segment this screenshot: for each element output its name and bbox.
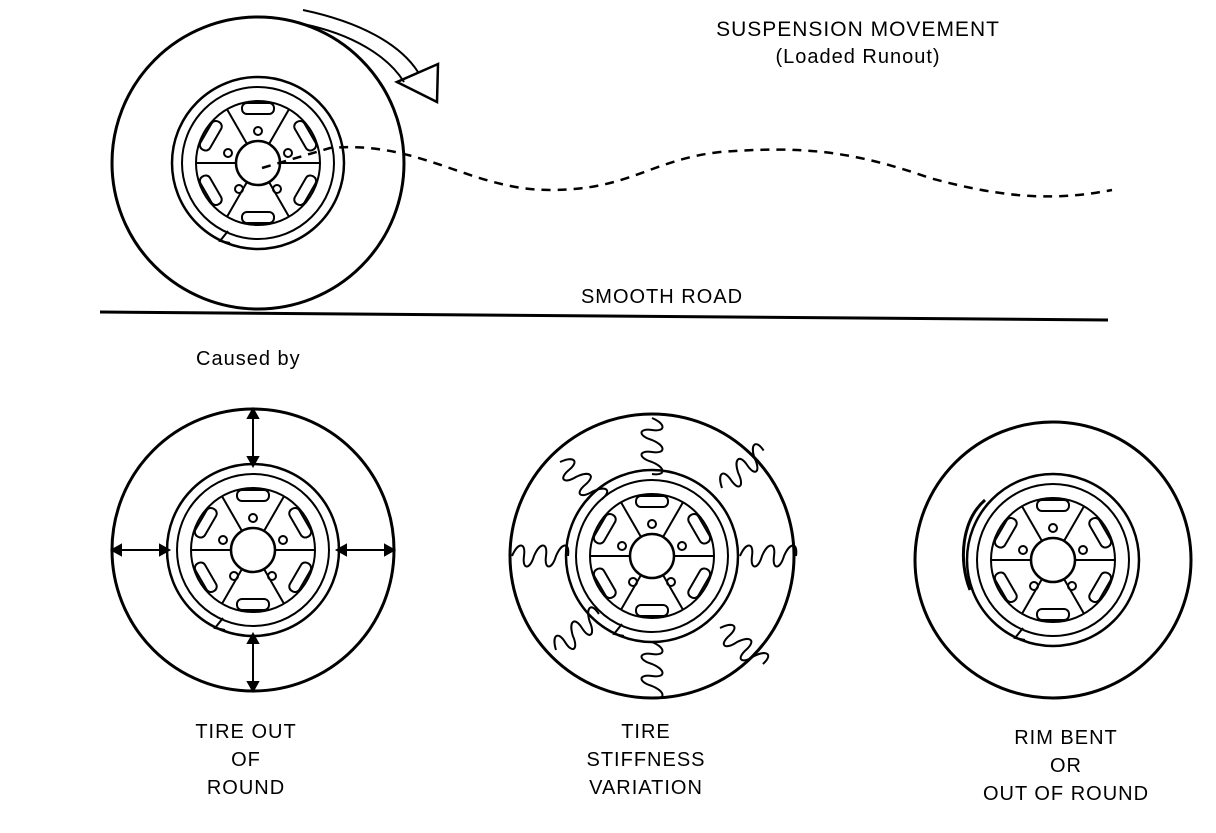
caption-line: TIRE — [621, 721, 671, 743]
caption-line: VARIATION — [589, 777, 703, 799]
diagram-title: SUSPENSION MOVEMENT — [716, 18, 1000, 41]
caption-line: STIFFNESS — [586, 749, 706, 771]
caption-line: ROUND — [206, 777, 286, 799]
spring-icon — [511, 417, 798, 700]
wheel-tire-out-of-round — [109, 406, 397, 694]
axle-path-dashed — [261, 145, 1113, 198]
road-label: SMOOTH ROAD — [580, 286, 744, 308]
caption-line: OF — [231, 749, 261, 771]
caption-rim-bent: RIM BENT OR OUT OF ROUND — [983, 724, 1149, 808]
caption-tire-out-of-round: TIRE OUT OF ROUND — [195, 718, 296, 802]
rotation-arrow-icon — [302, 9, 440, 104]
bent-rim-mark — [961, 498, 987, 591]
caption-line: RIM BENT — [1014, 727, 1118, 749]
caption-line: OUT OF ROUND — [982, 783, 1150, 805]
smooth-road-line — [99, 310, 1109, 322]
diagram-subtitle: (Loaded Runout) — [775, 46, 941, 68]
wheel-tire-stiffness — [508, 412, 798, 700]
caption-line: OR — [1049, 755, 1082, 777]
caption-line: TIRE OUT — [195, 721, 297, 743]
wheel-rim-bent — [913, 420, 1193, 700]
radius-arrow-icon — [109, 406, 397, 694]
caption-tire-stiffness: TIRE STIFFNESS VARIATION — [586, 718, 705, 802]
caused-by-label: Caused by — [196, 348, 301, 370]
rolling-wheel — [110, 15, 406, 311]
